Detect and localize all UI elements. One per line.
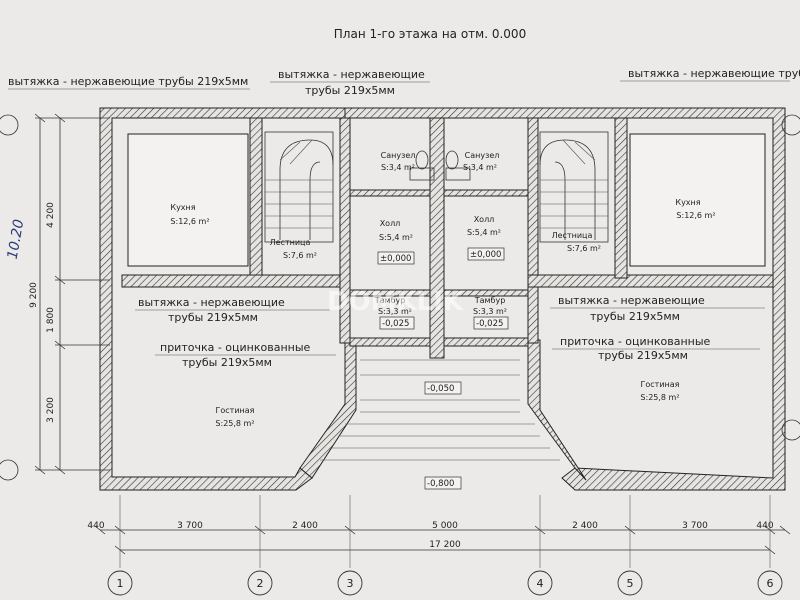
living-left-exhaust-1: вытяжка - нержавеющие	[138, 296, 285, 309]
level-hall-right: ±0,000	[470, 250, 501, 260]
note-exhaust-center-1: вытяжка - нержавеющие	[278, 68, 425, 81]
room-living-left-area: S:25,8 m²	[215, 419, 254, 428]
room-hall-right-name: Холл	[474, 215, 495, 224]
dim-bottom-4: 5 000	[432, 521, 458, 531]
dim-left-3: 3 200	[46, 397, 56, 423]
left-dimensions: 4 200 1 800 3 200 9 200 10.20	[0, 113, 800, 481]
room-wc-right-name: Санузел	[465, 151, 500, 160]
room-vest-right-area: S:3,3 m²	[473, 307, 507, 316]
room-wc-left-name: Санузел	[381, 151, 416, 160]
living-right-supply-2: трубы 219х5мм	[598, 349, 688, 362]
room-vest-left-name: Тамбур	[374, 296, 406, 305]
building-walls	[99, 107, 786, 491]
room-outlines	[127, 133, 766, 267]
living-right-supply-1: приточка - оцинкованные	[560, 335, 711, 348]
room-kitchen-right-name: Кухня	[675, 198, 700, 207]
axis-5: 5	[627, 577, 634, 590]
room-kitchen-right-area: S:12,6 m²	[676, 211, 715, 220]
room-stair-left-name: Лестница	[270, 238, 311, 247]
room-hall-left-area: S:5,4 m²	[379, 233, 413, 242]
level-vest-left: -0,025	[382, 319, 409, 329]
wc-fixtures	[409, 150, 471, 181]
bottom-dimensions: 440 3 700 2 400 5 000 2 400 3 700 440 17…	[87, 521, 791, 555]
living-left-supply-2: трубы 219х5мм	[182, 356, 272, 369]
level-hall-left: ±0,000	[380, 254, 411, 264]
axis-3: 3	[347, 577, 354, 590]
room-living-left-name: Гостиная	[216, 406, 255, 415]
stair-right-graphic	[539, 131, 609, 243]
axis-1: 1	[117, 577, 124, 590]
dim-bottom-3: 2 400	[292, 521, 318, 531]
axis-4: 4	[537, 577, 544, 590]
level-marks: ±0,000 ±0,000 -0,025 -0,025 -0,050 -0,80…	[377, 247, 509, 490]
note-exhaust-right: вытяжка - нержавеющие трубы 219х5мм	[628, 67, 800, 80]
room-stair-left-area: S:7,6 m²	[283, 251, 317, 260]
level-ground: -0,800	[427, 479, 454, 489]
room-living-right-name: Гостиная	[641, 380, 680, 389]
room-kitchen-left-name: Кухня	[170, 203, 195, 212]
axis-markers: 1 2 3 4 5 6	[107, 495, 783, 596]
dim-bottom-1: 440	[87, 521, 104, 531]
handwritten-note: 10.20	[5, 218, 28, 260]
dim-left-1: 4 200	[46, 202, 56, 228]
room-stair-right-area: S:7,6 m²	[567, 244, 601, 253]
living-right-exhaust-1: вытяжка - нержавеющие	[558, 294, 705, 307]
dim-bottom-5: 2 400	[572, 521, 598, 531]
plan-title: План 1-го этажа на отм. 0.000	[334, 27, 526, 41]
room-hall-right-area: S:5,4 m²	[467, 228, 501, 237]
dim-left-2: 1 800	[46, 307, 56, 333]
room-vest-right-name: Тамбур	[474, 296, 506, 305]
room-hall-left-name: Холл	[380, 219, 401, 228]
room-wc-left-area: S:3,4 m²	[381, 163, 415, 172]
living-right-exhaust-2: трубы 219х5мм	[590, 310, 680, 323]
dim-bottom-total: 17 200	[429, 540, 461, 550]
room-living-right-area: S:25,8 m²	[640, 393, 679, 402]
dim-bottom-7: 440	[756, 521, 773, 531]
dim-left-total: 9 200	[29, 282, 39, 308]
room-kitchen-left-area: S:12,6 m²	[170, 217, 209, 226]
level-vest-right: -0,025	[476, 319, 503, 329]
note-exhaust-left: вытяжка - нержавеющие трубы 219х5мм	[8, 75, 248, 88]
note-exhaust-center-2: трубы 219х5мм	[305, 84, 395, 97]
dim-bottom-2: 3 700	[177, 521, 203, 531]
level-porch: -0,050	[427, 384, 454, 394]
living-left-supply-1: приточка - оцинкованные	[160, 341, 311, 354]
living-left-exhaust-2: трубы 219х5мм	[168, 311, 258, 324]
room-stair-right-name: Лестница	[552, 231, 593, 240]
dim-bottom-6: 3 700	[682, 521, 708, 531]
watermark: DOMKLIK	[327, 287, 464, 317]
porch-steps	[320, 359, 560, 461]
axis-6: 6	[767, 577, 774, 590]
stair-left-graphic	[264, 131, 334, 243]
axis-2: 2	[257, 577, 264, 590]
room-vest-left-area: S:3,3 m²	[378, 307, 412, 316]
room-wc-right-area: S:3,4 m²	[463, 163, 497, 172]
